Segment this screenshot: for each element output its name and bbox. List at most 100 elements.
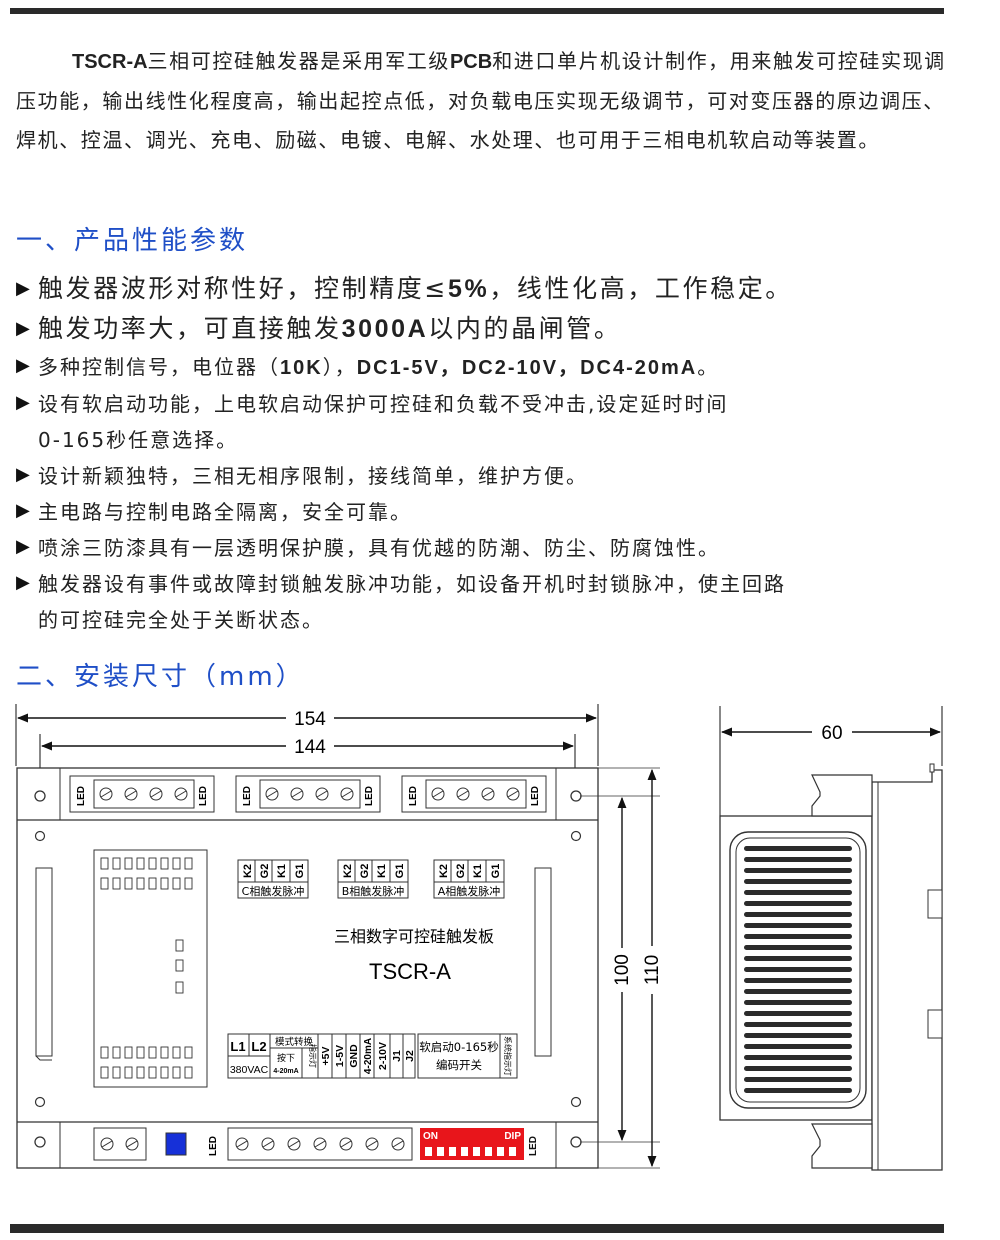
press-label: 按下 — [277, 1052, 295, 1064]
bullet-triangle-icon: ▶ — [16, 355, 32, 376]
pin-label: K1 — [276, 864, 288, 878]
pin-label: G2 — [259, 864, 271, 879]
intro-pcb: PCB — [449, 51, 493, 73]
sys-indicator-label: 系统指示灯 — [503, 1036, 513, 1076]
feature-text: 触发器波形对称性好，控制精度≤ — [38, 274, 448, 303]
pulse-c-label: C相触发脉冲 — [242, 884, 305, 898]
mode-button-icon — [165, 1132, 187, 1156]
led-label: LED — [198, 786, 209, 806]
dip-label: DIP — [504, 1131, 521, 1142]
feature-bold: DC1-5V，DC2-10V，DC4-20mA — [356, 357, 698, 379]
intro-model: TSCR-A — [72, 51, 148, 73]
feature-text: 设计新颖独特，三相无相序限制，接线简单，维护方便。 — [38, 464, 588, 488]
feature-text: 设有软启动功能，上电软启动保护可控硅和负载不受冲击,设定延时时间 — [38, 392, 729, 416]
top-divider-bar — [10, 8, 944, 14]
term-label: +5V — [320, 1047, 332, 1066]
feature-text: 主电路与控制电路全隔离，安全可靠。 — [38, 500, 412, 524]
bullet-triangle-icon: ▶ — [16, 572, 32, 593]
feature-text: 的可控硅完全处于关断状态。 — [38, 608, 324, 632]
term-label: 2-10V — [377, 1042, 389, 1070]
pin-label: G1 — [490, 864, 502, 879]
feature-bold: 10K — [280, 357, 323, 379]
bottom-divider-bar — [10, 1224, 944, 1233]
dim-110-label: 110 — [642, 955, 663, 985]
mode-switch-label: 模式转换 — [275, 1036, 314, 1048]
pulse-header-c: K2 G2 K1 G1 C相触发脉冲 — [237, 859, 309, 899]
bullet-triangle-icon: ▶ — [16, 500, 32, 521]
feature-list: ▶触发器波形对称性好，控制精度≤5%，线性化高，工作稳定。 ▶触发功率大，可直接… — [16, 269, 956, 638]
terminal-block-top-c: LED LED — [69, 775, 215, 813]
feature-text: ）， — [322, 355, 357, 379]
feature-text: 以内的晶闸管。 — [428, 314, 622, 343]
feature-text: 多种控制信号，电位器（ — [38, 355, 280, 379]
dip-switch: ON DIP LED — [420, 1128, 539, 1160]
terminal-label-table — [227, 1033, 518, 1079]
feature-bold: 3000A — [341, 315, 429, 343]
feature-item: ▶ 设计新颖独特，三相无相序限制，接线简单，维护方便。 — [16, 458, 956, 494]
led-label: LED — [242, 786, 253, 806]
led-label: LED — [364, 786, 375, 806]
bullet-triangle-icon: ▶ — [16, 536, 32, 557]
feature-item: ▶触发功率大，可直接触发3000A以内的晶闸管。 — [16, 309, 956, 349]
led-label: LED — [530, 786, 541, 806]
l1-label: L1 — [230, 1039, 245, 1054]
pin-label: K2 — [342, 864, 354, 878]
feature-item: ▶ 多种控制信号，电位器（10K），DC1-5V，DC2-10V，DC4-20mA… — [16, 349, 956, 386]
pulse-header-a: K2 G2 K1 G1 A相触发脉冲 — [433, 859, 505, 899]
section-title-performance: 一、产品性能参数 — [16, 226, 249, 256]
feature-text: 。 — [697, 355, 720, 379]
board-model: TSCR-A — [369, 959, 451, 984]
bullet-triangle-icon: ▶ — [16, 392, 32, 413]
led-label: LED — [408, 786, 419, 806]
pin-label: G1 — [294, 864, 306, 879]
mount-hole-icon — [34, 790, 46, 802]
intro-text-2: 和进口单片机设计制作，用来触发可控硅实现调压功能，输出线性化程度高，输出起控点低… — [16, 49, 946, 152]
term-label: J1 — [391, 1050, 403, 1062]
vac-label: 380VAC — [230, 1064, 269, 1076]
led-label: LED — [76, 786, 87, 806]
installation-diagram: 154 144 LED LED — [15, 704, 943, 1171]
section-title-dimensions: 二、安装尺寸（mm） — [16, 662, 305, 692]
soft-start-label: 软启动0-165秒 — [419, 1040, 498, 1054]
pin-label: K2 — [242, 864, 254, 878]
ma-range-label: 4-20mA — [273, 1068, 298, 1075]
feature-item: ▶ 设有软启动功能，上电软启动保护可控硅和负载不受冲击,设定延时时间 0-165秒任… — [16, 386, 956, 458]
intro-paragraph: TSCR-A三相可控硅触发器是采用军工级PCB和进口单片机设计制作，用来触发可控… — [16, 42, 951, 160]
feature-text: 触发器设有事件或故障封锁触发脉冲功能，如设备开机时封锁脉冲，使主回路 — [38, 572, 786, 596]
side-view: 60 — [719, 706, 943, 1171]
dim-144-label: 144 — [294, 737, 326, 758]
pulse-a-label: A相触发脉冲 — [438, 884, 501, 898]
pin-label: G1 — [394, 864, 406, 879]
led-label: LED — [528, 1136, 539, 1156]
feature-item: ▶ 触发器设有事件或故障封锁触发脉冲功能，如设备开机时封锁脉冲，使主回路的可控硅完… — [16, 566, 956, 638]
feature-text: ，线性化高，工作稳定。 — [489, 274, 793, 303]
dim-60-label: 60 — [821, 723, 842, 744]
feature-item: ▶ 喷涂三防漆具有一层透明保护膜，具有优越的防潮、防尘、防腐蚀性。 — [16, 530, 956, 566]
terminal-block-bottom: LED — [93, 1127, 413, 1161]
dip-code-label: 编码开关 — [436, 1058, 482, 1072]
bullet-triangle-icon: ▶ — [16, 464, 32, 485]
terminal-block-top-a: LED LED — [401, 775, 547, 813]
feature-text: 喷涂三防漆具有一层透明保护膜，具有优越的防潮、防尘、防腐蚀性。 — [38, 536, 720, 560]
bullet-triangle-icon: ▶ — [16, 278, 33, 299]
feature-item: ▶ 主电路与控制电路全隔离，安全可靠。 — [16, 494, 956, 530]
l2-label: L2 — [251, 1039, 266, 1054]
term-label: J2 — [404, 1050, 416, 1062]
pulse-header-b: K2 G2 K1 G1 B相触发脉冲 — [337, 859, 409, 899]
dim-100-label: 100 — [612, 954, 633, 986]
led-label: LED — [208, 1136, 219, 1156]
feature-item: ▶触发器波形对称性好，控制精度≤5%，线性化高，工作稳定。 — [16, 269, 956, 309]
front-view: 154 144 LED LED — [15, 704, 664, 1169]
feature-text: 0-165秒任意选择。 — [38, 428, 239, 452]
indicator-label: 指示灯 — [308, 1044, 318, 1068]
feature-bold: 5% — [447, 275, 490, 303]
bullet-triangle-icon: ▶ — [16, 318, 33, 339]
feature-text: 触发功率大，可直接触发 — [38, 314, 342, 343]
pin-label: G2 — [359, 864, 371, 879]
pin-label: K1 — [472, 864, 484, 878]
dim-154-label: 154 — [294, 709, 326, 730]
pin-label: K1 — [376, 864, 388, 878]
intro-text-1: 三相可控硅触发器是采用军工级 — [147, 49, 450, 73]
mount-hole-icon — [34, 1136, 46, 1148]
term-label: GND — [348, 1044, 360, 1068]
